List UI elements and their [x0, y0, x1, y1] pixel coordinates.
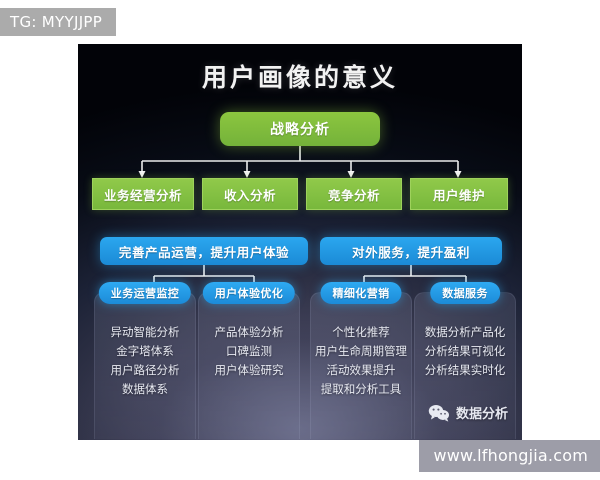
diagram-panel: 用户画像的意义 战略 — [78, 44, 522, 440]
wechat-icon — [428, 404, 449, 422]
list-item: 数据分析产品化 — [424, 325, 506, 339]
logo-text: 数据分析 — [455, 407, 508, 422]
list-item: 用户体验研究 — [214, 363, 284, 377]
list-item: 用户路径分析 — [110, 363, 180, 377]
group-bar-product-operation[interactable]: 完善产品运营，提升用户体验 — [100, 237, 308, 265]
list-item: 提取和分析工具 — [320, 382, 402, 396]
list-item: 用户生命周期管理 — [315, 344, 407, 358]
list-item: 数据体系 — [122, 382, 168, 396]
column-items: 数据分析产品化 分析结果可视化 分析结果实时化 — [415, 323, 515, 380]
wechat-logo: 数据分析 — [428, 403, 508, 422]
node-user-retention[interactable]: 用户维护 — [410, 178, 508, 210]
column-data-service[interactable]: 数据服务 数据分析产品化 分析结果可视化 分析结果实时化 — [414, 282, 516, 439]
column-header[interactable]: 数据服务 — [430, 282, 500, 304]
column-user-experience-optimization[interactable]: 用户体验优化 产品体验分析 口碑监测 用户体验研究 — [198, 282, 300, 439]
column-business-operation-monitoring[interactable]: 业务运营监控 异动智能分析 金字塔体系 用户路径分析 数据体系 — [94, 282, 196, 439]
list-item: 分析结果可视化 — [424, 344, 506, 358]
list-item: 口碑监测 — [226, 344, 272, 358]
list-item: 产品体验分析 — [214, 325, 284, 339]
bottom-watermark: www.lfhongjia.com — [419, 440, 600, 472]
column-items: 产品体验分析 口碑监测 用户体验研究 — [199, 323, 299, 380]
node-business-operation-analysis[interactable]: 业务经营分析 — [92, 178, 194, 210]
column-header[interactable]: 精细化营销 — [320, 282, 402, 304]
level2-row: 业务经营分析 收入分析 竞争分析 用户维护 — [88, 178, 512, 210]
diagram-title: 用户画像的意义 — [201, 63, 398, 92]
list-item: 异动智能分析 — [110, 325, 180, 339]
top-watermark: TG: MYYJJPP — [0, 8, 117, 36]
node-revenue-analysis[interactable]: 收入分析 — [202, 178, 298, 210]
list-item: 个性化推荐 — [332, 325, 390, 339]
column-header[interactable]: 业务运营监控 — [98, 282, 192, 304]
list-item: 活动效果提升 — [326, 363, 396, 377]
column-header[interactable]: 用户体验优化 — [202, 282, 296, 304]
list-item: 分析结果实时化 — [424, 363, 506, 377]
column-items: 个性化推荐 用户生命周期管理 活动效果提升 提取和分析工具 — [311, 323, 411, 399]
node-root-strategy[interactable]: 战略分析 — [220, 112, 380, 146]
column-items: 异动智能分析 金字塔体系 用户路径分析 数据体系 — [95, 323, 195, 399]
group-bar-external-service[interactable]: 对外服务，提升盈利 — [320, 237, 502, 265]
column-precision-marketing[interactable]: 精细化营销 个性化推荐 用户生命周期管理 活动效果提升 提取和分析工具 — [310, 282, 412, 439]
list-item: 金字塔体系 — [116, 344, 174, 358]
node-competition-analysis[interactable]: 竞争分析 — [306, 178, 402, 210]
